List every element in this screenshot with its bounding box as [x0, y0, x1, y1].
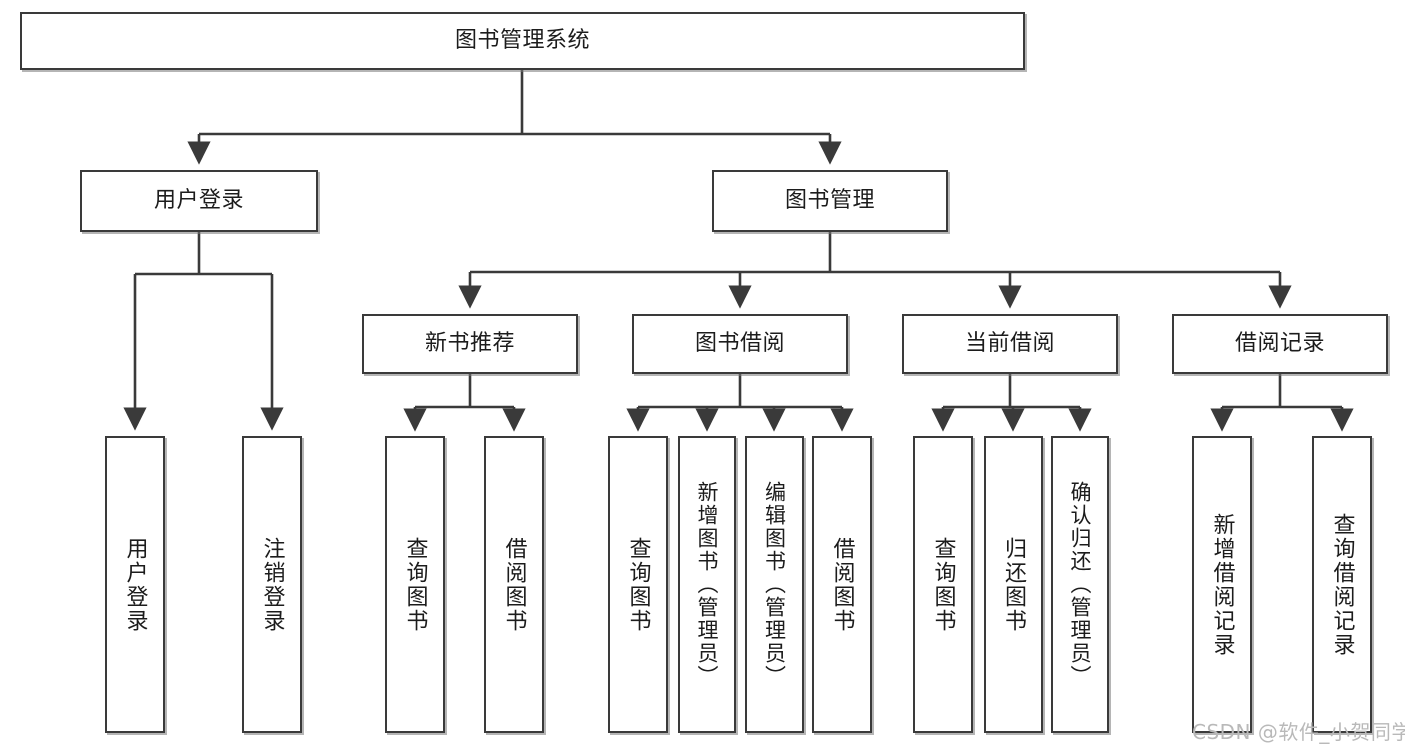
node-leaf-query-book-1-label: 查询图书: [402, 536, 428, 633]
node-root-label: 图书管理系统: [454, 28, 590, 54]
node-current-borrow-label: 当前借阅: [964, 331, 1055, 357]
node-leaf-add-record-label: 新增借阅记录: [1209, 512, 1235, 657]
csdn-watermark: CSDN @软件_小贺同学: [1192, 720, 1405, 744]
node-leaf-return-book[interactable]: 归还图书: [984, 436, 1043, 733]
node-book-borrow-label: 图书借阅: [694, 331, 785, 357]
node-leaf-logout-label: 注销登录: [259, 536, 285, 633]
node-leaf-borrow-book-1[interactable]: 借阅图书: [484, 436, 544, 733]
node-leaf-user-login-label: 用户登录: [122, 536, 148, 633]
node-leaf-query-record-label: 查询借阅记录: [1329, 512, 1355, 657]
node-user-login[interactable]: 用户登录: [80, 170, 318, 232]
node-leaf-logout[interactable]: 注销登录: [242, 436, 302, 733]
node-leaf-query-book-1[interactable]: 查询图书: [385, 436, 445, 733]
node-leaf-add-record[interactable]: 新增借阅记录: [1192, 436, 1252, 733]
node-leaf-borrow-book-2[interactable]: 借阅图书: [812, 436, 872, 733]
node-leaf-borrow-book-1-label: 借阅图书: [501, 536, 527, 633]
node-leaf-borrow-book-2-label: 借阅图书: [829, 536, 855, 633]
node-book-manage-label: 图书管理: [784, 188, 875, 214]
node-borrow-record[interactable]: 借阅记录: [1172, 314, 1388, 374]
node-book-manage[interactable]: 图书管理: [712, 170, 948, 232]
node-leaf-confirm-return[interactable]: 确认归还（管理员）: [1051, 436, 1109, 733]
node-new-book-rec-label: 新书推荐: [424, 331, 515, 357]
node-borrow-record-label: 借阅记录: [1234, 331, 1325, 357]
node-leaf-return-book-label: 归还图书: [1001, 536, 1027, 633]
node-leaf-query-record[interactable]: 查询借阅记录: [1312, 436, 1372, 733]
node-leaf-edit-book-label: 编辑图书（管理员）: [762, 481, 787, 688]
node-leaf-query-book-2-label: 查询图书: [625, 536, 651, 633]
node-user-login-label: 用户登录: [153, 188, 244, 214]
node-new-book-rec[interactable]: 新书推荐: [362, 314, 578, 374]
node-leaf-query-book-3-label: 查询图书: [930, 536, 956, 633]
node-leaf-edit-book[interactable]: 编辑图书（管理员）: [745, 436, 804, 733]
node-leaf-add-book[interactable]: 新增图书（管理员）: [678, 436, 736, 733]
node-leaf-add-book-label: 新增图书（管理员）: [695, 481, 720, 688]
node-leaf-query-book-3[interactable]: 查询图书: [913, 436, 973, 733]
node-leaf-query-book-2[interactable]: 查询图书: [608, 436, 668, 733]
node-leaf-user-login[interactable]: 用户登录: [105, 436, 165, 733]
node-root[interactable]: 图书管理系统: [20, 12, 1025, 70]
node-book-borrow[interactable]: 图书借阅: [632, 314, 848, 374]
node-leaf-confirm-return-label: 确认归还（管理员）: [1068, 481, 1093, 688]
node-current-borrow[interactable]: 当前借阅: [902, 314, 1118, 374]
